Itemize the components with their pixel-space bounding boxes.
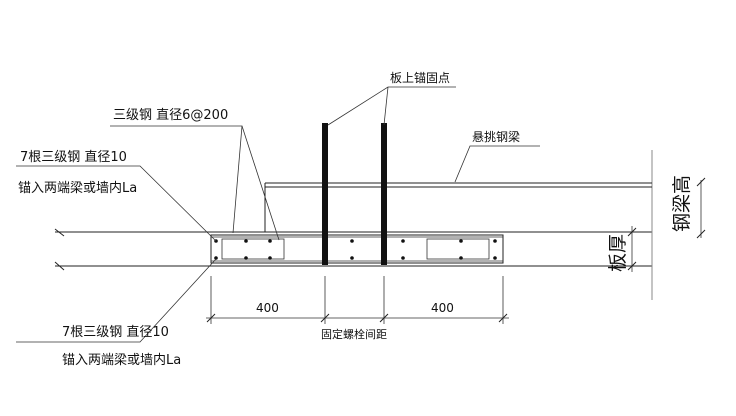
dim-left-value: 400 (256, 301, 279, 315)
top-bars-label-2: 锚入两端梁或墙内La (18, 180, 137, 196)
beam-height-label: 钢梁高 (671, 175, 693, 232)
bolt-spacing-label: 固定螺栓间距 (321, 327, 387, 341)
leader-lines (16, 86, 540, 343)
anchor-point-label: 板上锚固点 (390, 70, 450, 85)
anchor-bolts (322, 123, 387, 265)
dimension-lines (206, 177, 706, 324)
bottom-bars-label-1: 7根三级钢 直径10 (62, 325, 169, 340)
rebar-dots (214, 239, 497, 260)
dim-right-value: 400 (431, 301, 454, 315)
cantilever-beam-label: 悬挑钢梁 (472, 129, 520, 144)
stirrup-label: 三级钢 直径6@200 (113, 108, 228, 123)
reinforcement-cage (210, 234, 504, 264)
bottom-bars-label-2: 锚入两端梁或墙内La (62, 352, 181, 368)
slab-thickness-label: 板厚 (607, 234, 629, 272)
top-bars-label-1: 7根三级钢 直径10 (20, 150, 127, 165)
floor-slab (54, 228, 652, 271)
cantilever-steel-beam (264, 182, 652, 232)
